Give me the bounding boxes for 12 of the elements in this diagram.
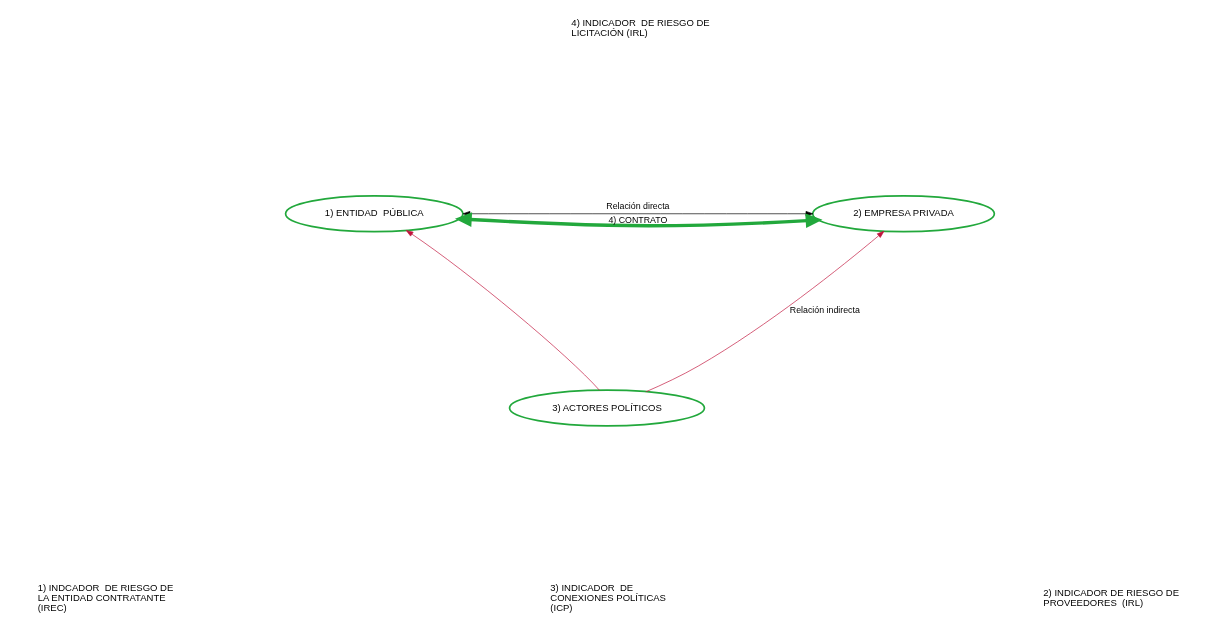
label: 4) INDICADOR DE RIESGO DE LICITACIÓN (IRL) <box>571 16 710 38</box>
label: 1) INDCADOR DE RIESGO DE LA ENTIDAD CONTRATANTE (IREC) <box>37 581 174 614</box>
node-ellipse: 2) EMPRESA PRIVADA <box>811 195 996 233</box>
label: 2) INDICADOR DE RIESGO DE PROVEEDORES (IRL) <box>1043 586 1180 609</box>
label: 3) INDICADOR DE CONEXIONES POLÍTICAS (ICP) <box>550 581 666 614</box>
node-ellipse: 3) ACTORES POLÍTICOS <box>508 389 706 427</box>
node-ellipse: 1) ENTIDAD PÚBLICA <box>284 195 464 233</box>
edge-label: 4) CONTRATO <box>608 214 668 225</box>
arrow <box>645 230 885 393</box>
arrow <box>405 230 600 391</box>
edge-label: Relación directa <box>606 201 670 212</box>
edge-label: Relación indirecta <box>789 305 860 316</box>
